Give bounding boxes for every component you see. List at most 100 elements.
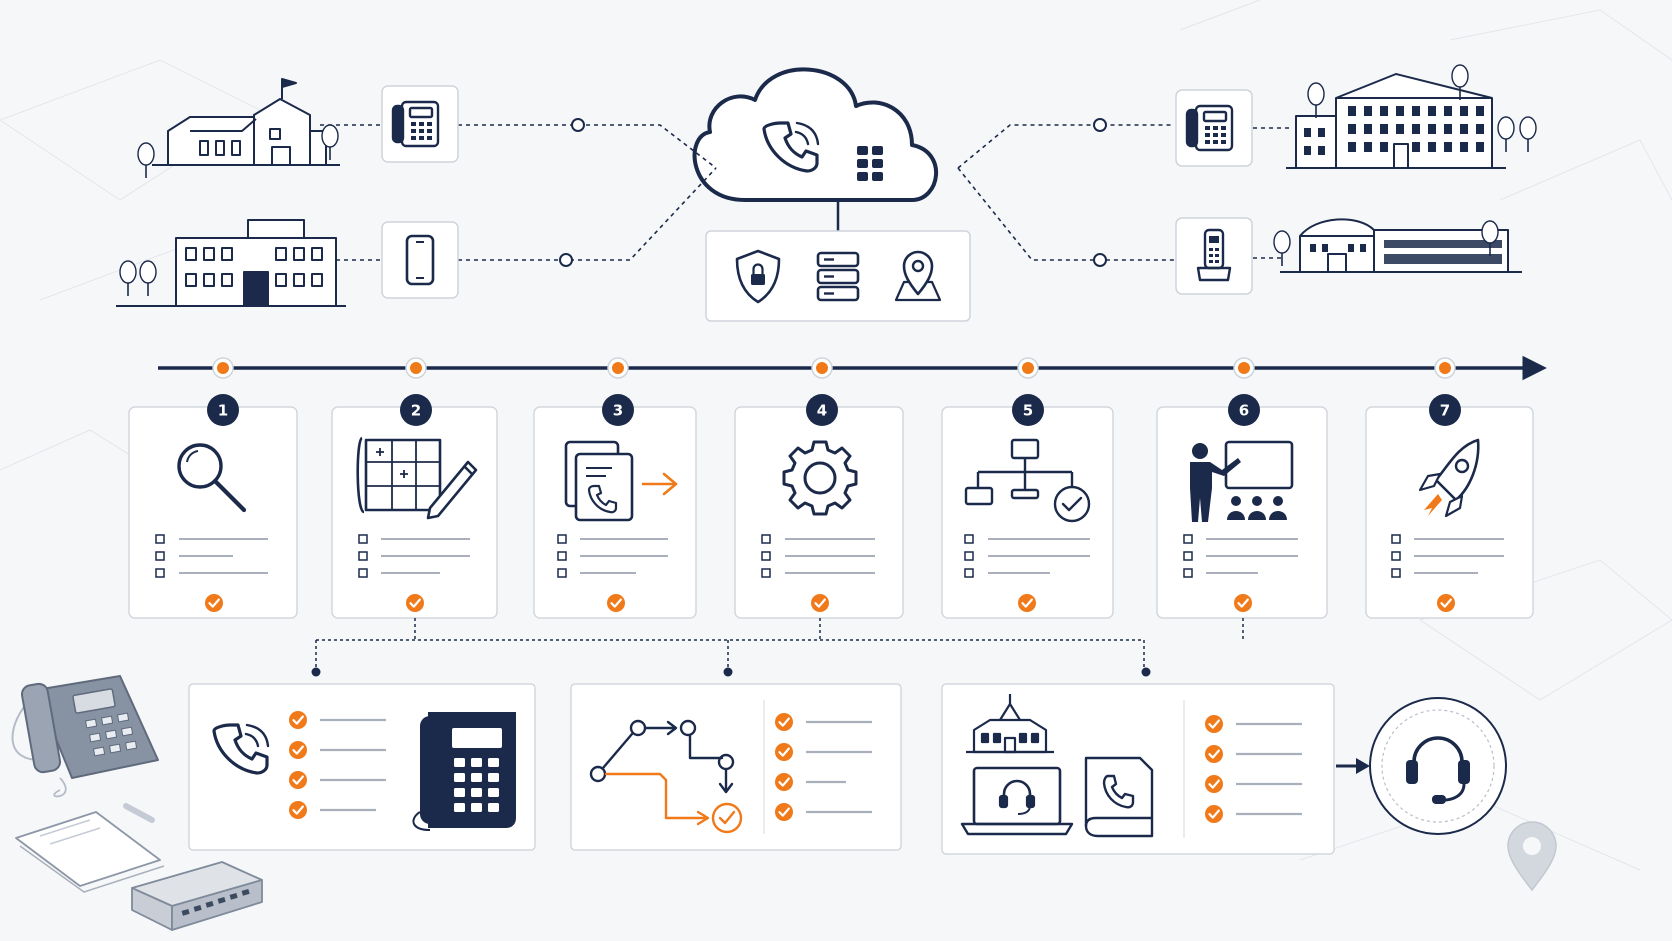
check-circle-icon — [1203, 743, 1225, 765]
checklist-lines — [761, 534, 875, 578]
timeline-node — [1017, 357, 1039, 379]
desk-phone-icon — [412, 712, 516, 831]
left-site-2-device — [381, 221, 459, 299]
check-circle-icon — [773, 771, 795, 793]
network-switch-illustration — [131, 861, 263, 931]
step-card-6: 6 — [1156, 394, 1328, 619]
checklist-lines — [557, 534, 668, 578]
cloud-links — [320, 124, 1292, 261]
magnifier-icon — [177, 443, 247, 513]
timeline-node — [405, 357, 427, 379]
check-circle-icon — [809, 592, 831, 614]
checklist-lines — [358, 534, 470, 578]
shield-lock-icon — [735, 249, 781, 304]
step-card-7: 7 — [1365, 394, 1534, 619]
checklist-lines — [1183, 534, 1298, 578]
call-flow-icon — [589, 719, 743, 834]
timeline-node — [1434, 357, 1456, 379]
check-circle-icon — [1016, 592, 1038, 614]
map-pin-icon — [894, 250, 942, 302]
desk-phone-icon — [391, 100, 440, 148]
mobile-phone-icon — [405, 234, 435, 286]
step-card-2: 2 — [331, 394, 498, 619]
step-card-4: 4 — [734, 394, 904, 619]
checklist-lines — [1391, 534, 1504, 578]
support-arrow — [1336, 758, 1370, 774]
office-building-icon — [116, 219, 346, 307]
step-number-badge: 3 — [602, 394, 634, 426]
tree-icon — [1497, 116, 1515, 153]
detail-panel-2 — [570, 683, 902, 851]
step-card-3: 3 — [533, 394, 697, 619]
school-laptop-headset-icon — [960, 694, 1074, 836]
checklist — [287, 709, 386, 821]
checklist — [1203, 713, 1302, 825]
detail-panel-3 — [941, 683, 1335, 855]
tree-icon — [1273, 230, 1291, 267]
step-number: 5 — [1023, 402, 1033, 420]
timeline-node — [1233, 357, 1255, 379]
check-circle-icon — [1203, 803, 1225, 825]
check-circle-icon — [404, 592, 426, 614]
ip-phone-illustration — [11, 675, 159, 798]
checklist — [773, 711, 872, 823]
check-circle-icon — [1203, 773, 1225, 795]
step-number-badge: 1 — [207, 394, 239, 426]
step-number: 7 — [1440, 402, 1450, 420]
timeline-node — [607, 357, 629, 379]
check-circle-icon — [1203, 713, 1225, 735]
check-circle-icon — [773, 741, 795, 763]
tree-icon — [1307, 82, 1325, 119]
check-circle-icon — [773, 711, 795, 733]
step-number-badge: 2 — [400, 394, 432, 426]
cloud-phone-system — [692, 67, 939, 231]
phone-call-icon — [762, 121, 820, 173]
check-circle-icon — [287, 799, 309, 821]
step-card-1: 1 — [128, 394, 298, 619]
check-circle-icon — [287, 709, 309, 731]
step-number-badge: 5 — [1012, 394, 1044, 426]
connector-dots — [311, 667, 1151, 677]
check-circle-icon — [203, 592, 225, 614]
presenter-audience-icon — [1190, 440, 1294, 522]
timeline-nodes — [212, 357, 1456, 379]
documents-phone-arrow-icon — [564, 440, 678, 522]
phone-manual-icon — [1084, 756, 1154, 838]
check-circle-icon — [1232, 592, 1254, 614]
campus-building-icon — [1280, 218, 1522, 273]
check-circle-icon — [287, 769, 309, 791]
step-number: 2 — [411, 402, 421, 420]
tree-icon — [1519, 116, 1537, 153]
keypad-grid-icon — [857, 146, 883, 181]
step-number: 6 — [1239, 402, 1249, 420]
check-circle-icon — [287, 739, 309, 761]
gear-icon — [782, 440, 858, 516]
tree-icon — [137, 142, 155, 179]
timeline-node — [811, 357, 833, 379]
step-number-badge: 6 — [1228, 394, 1260, 426]
school-building-icon — [152, 78, 340, 166]
checklist-lines — [155, 534, 268, 578]
right-site-2-device — [1175, 217, 1253, 295]
link-nodes — [559, 118, 1107, 267]
location-pin-icon — [1507, 821, 1557, 892]
left-site-1-device — [381, 85, 459, 163]
blueprint-pencil-icon — [356, 436, 478, 520]
step-number: 4 — [817, 402, 827, 420]
right-site-1-device — [1175, 89, 1253, 167]
detail-panel-1 — [188, 683, 536, 851]
step-number-badge: 4 — [806, 394, 838, 426]
tree-icon — [119, 260, 137, 297]
timeline-node — [212, 357, 234, 379]
check-circle-icon — [773, 801, 795, 823]
server-stack-icon — [816, 251, 860, 302]
cordless-phone-icon — [1196, 228, 1232, 282]
step-number: 3 — [613, 402, 623, 420]
cloud-services-panel — [705, 230, 971, 322]
headset-icon — [1406, 736, 1470, 804]
desk-phone-icon — [1185, 104, 1234, 152]
step-number-badge: 7 — [1429, 394, 1461, 426]
check-circle-icon — [1435, 592, 1457, 614]
flowchart-check-icon — [964, 438, 1091, 523]
